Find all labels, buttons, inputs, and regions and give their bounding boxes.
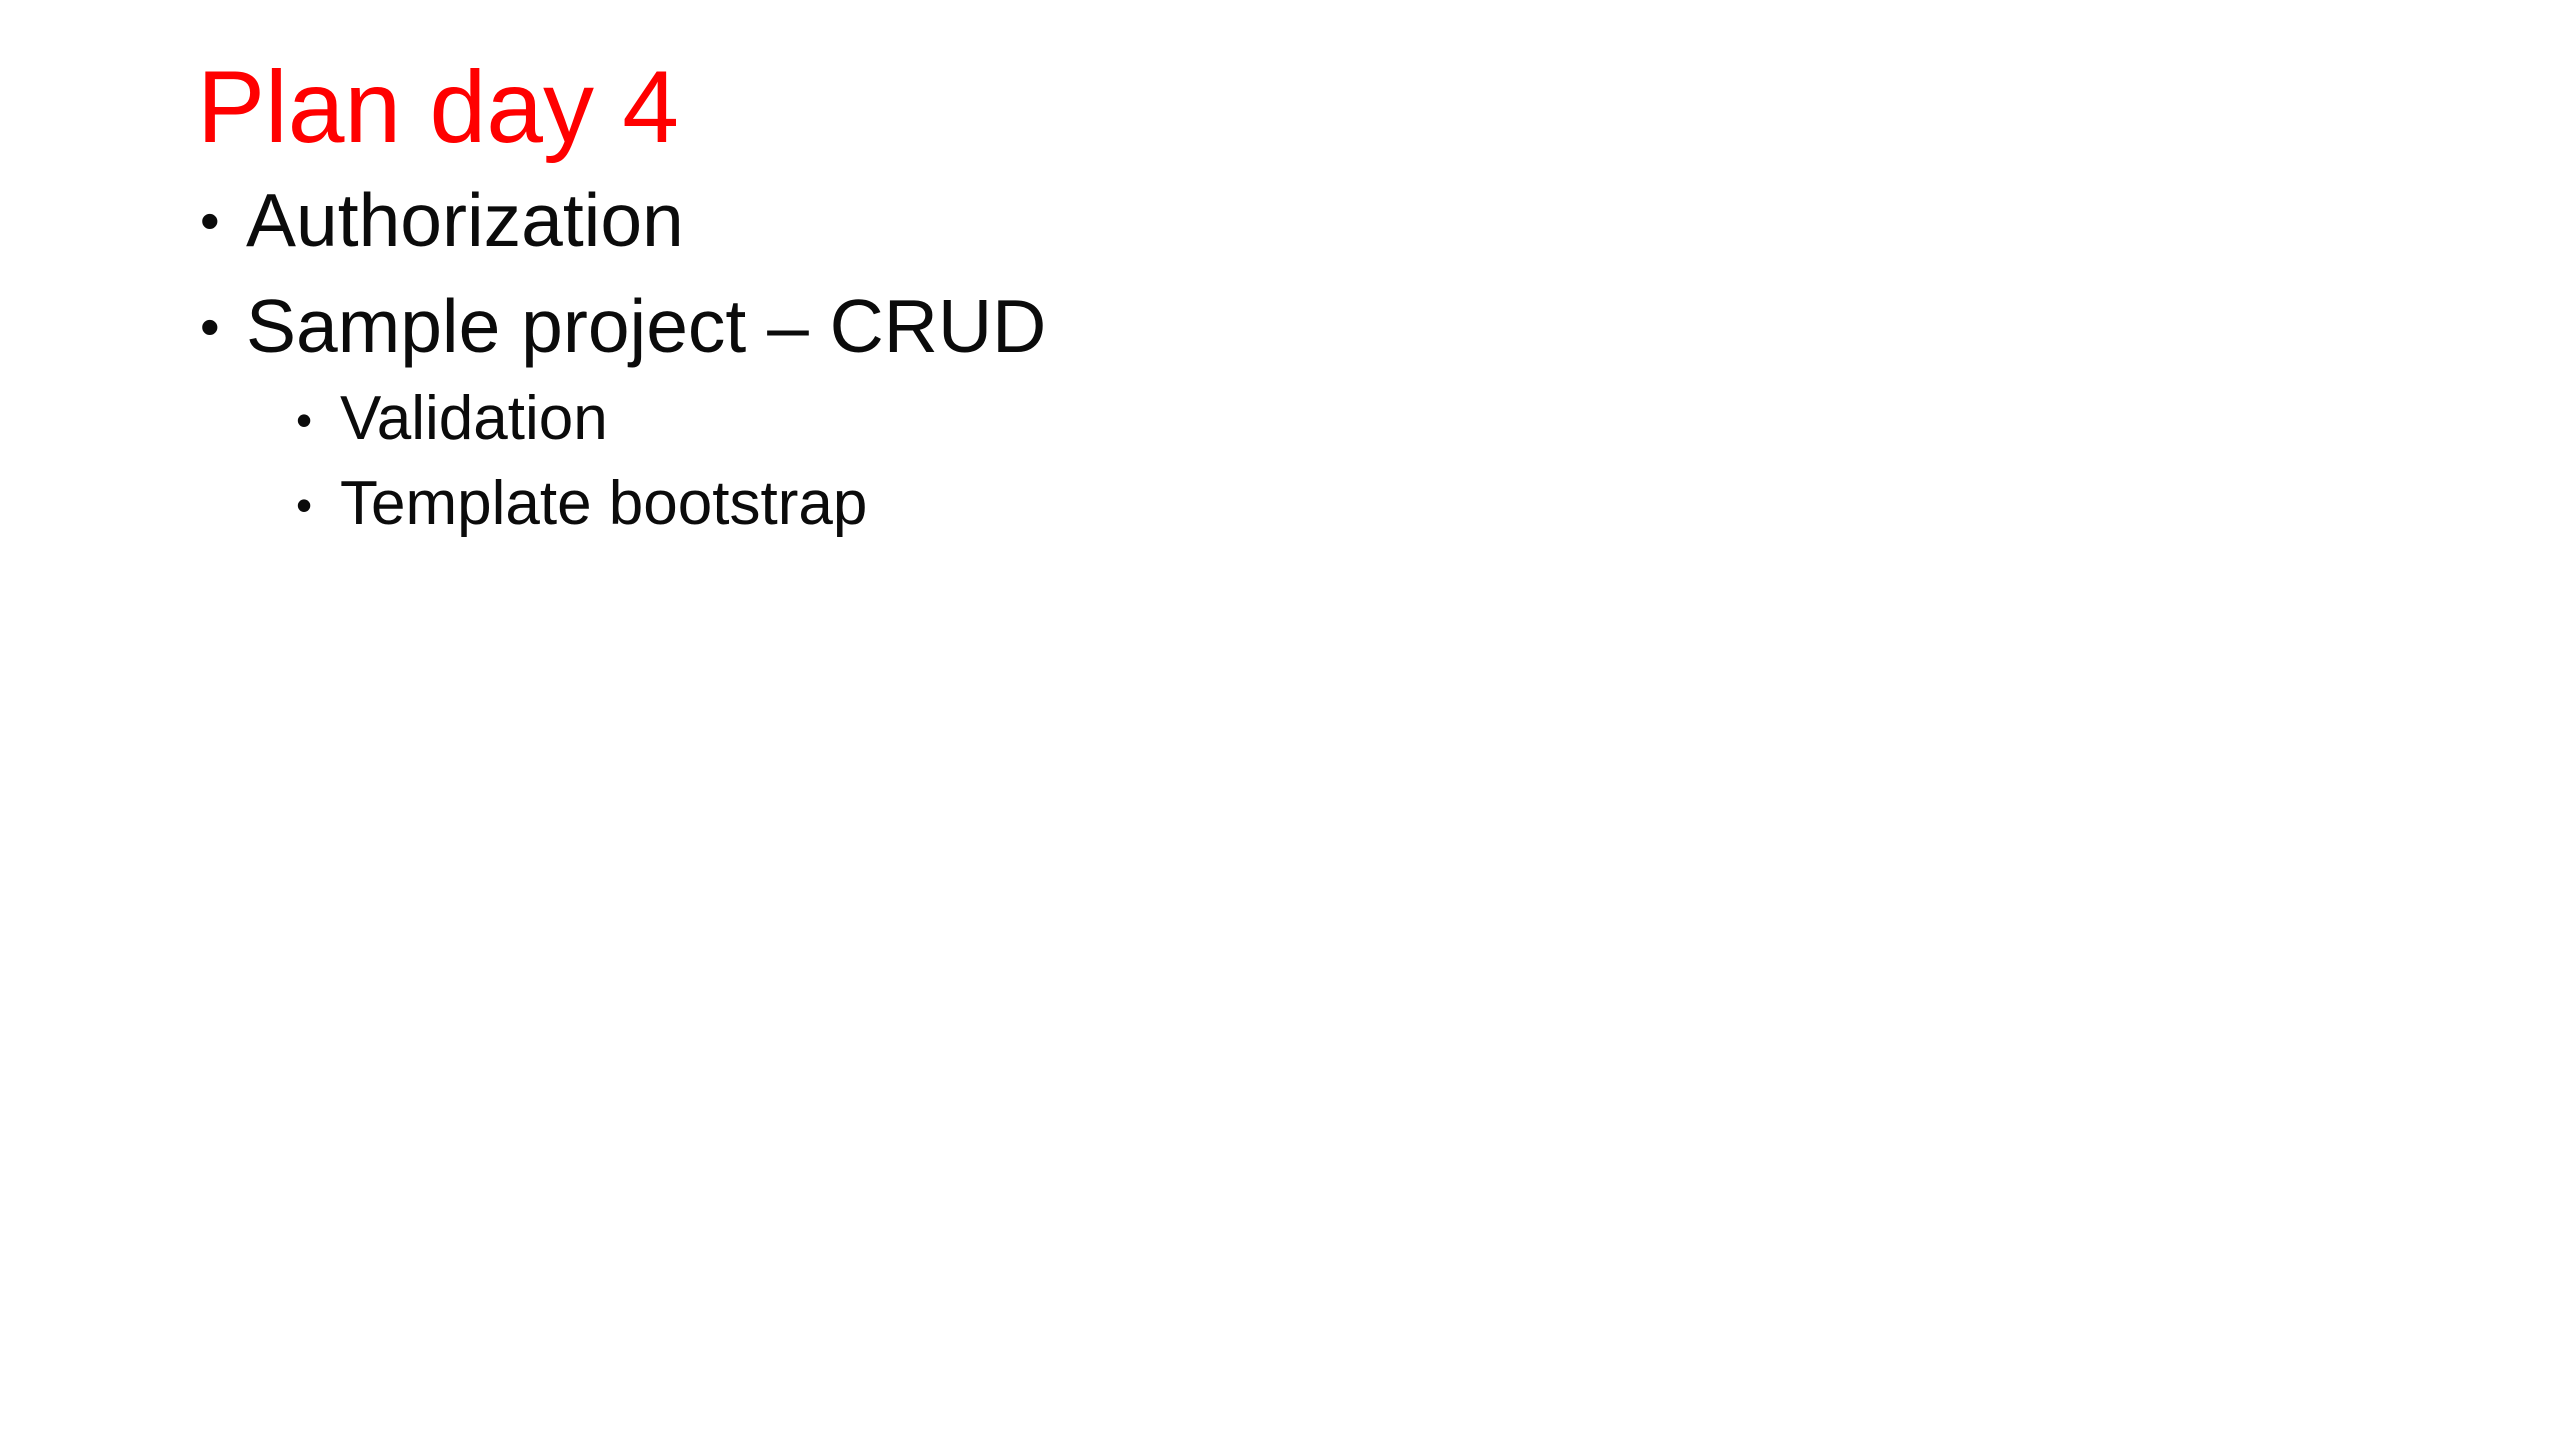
bullet-text: Authorization: [246, 178, 684, 262]
bullet-marker: •: [200, 189, 220, 252]
bullet-item: • Authorization: [200, 183, 684, 258]
bullet-marker: •: [200, 295, 220, 358]
bullet-text: Template bootstrap: [340, 469, 868, 538]
bullet-marker: •: [296, 479, 313, 531]
bullet-item: • Sample project – CRUD: [200, 289, 1046, 364]
sub-bullet-item: • Validation: [296, 388, 608, 450]
sub-bullet-item: • Template bootstrap: [296, 473, 867, 535]
slide-title: Plan day 4: [197, 50, 680, 164]
bullet-text: Validation: [340, 384, 608, 453]
bullet-text: Sample project – CRUD: [246, 284, 1047, 368]
bullet-marker: •: [296, 394, 313, 446]
